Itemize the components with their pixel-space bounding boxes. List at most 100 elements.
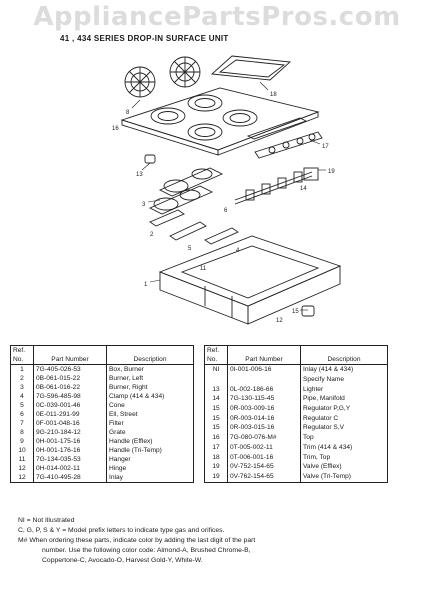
ref-cell: 1 (10, 364, 34, 374)
part-number-cell: 0E-011-291-99 (33, 410, 107, 419)
description-cell: Box, Burner (109, 366, 144, 373)
header-part-number: Part Number (227, 345, 301, 365)
callout-15: 15 (292, 309, 299, 315)
ref-cell: 10 (10, 446, 34, 455)
part-number-cell: 0H-001-176-16 (33, 446, 107, 455)
trim-top-drawing (210, 55, 292, 81)
description-cell: Valve (Tri-Temp) (303, 473, 351, 481)
ref-cell: 6 (10, 410, 34, 419)
exploded-parts-diagram: 8 18 16 13 17 3 19 14 6 2 5 4 11 1 12 15 (112, 55, 342, 325)
callout-4: 4 (236, 248, 240, 254)
notes-section: NI = Not Illustrated C, G, P, S & Y = Mo… (18, 516, 428, 566)
note-prefix-letters: C, G, P, S & Y = Model prefix letters to… (18, 527, 225, 534)
part-number-cell: 0H-001-175-16 (33, 437, 107, 446)
burner-box-drawing (158, 235, 342, 325)
callout-14: 14 (300, 186, 307, 192)
callout-17: 17 (322, 144, 329, 150)
part-number-cell: 7G-410-495-28 (33, 473, 107, 483)
part-number-cell: 0B-061-015-22 (33, 374, 107, 383)
description-cell: Regulator C (303, 414, 339, 422)
description-cell: Handle (Tri-Temp) (109, 447, 162, 454)
ref-cell: 14 (204, 394, 228, 404)
ref-cell: 12 (10, 464, 34, 473)
ref-cell: 13 (204, 384, 228, 395)
ref-cell: 7 (10, 419, 34, 428)
ref-cell: 17 (204, 442, 228, 453)
description-cell: Inlay (109, 474, 123, 481)
ref-cell: 3 (10, 383, 34, 392)
regulator-drawing (301, 305, 315, 317)
part-number-cell: 0T-005-002-11 (227, 442, 301, 453)
header-description: Description (106, 345, 194, 365)
ref-cell: 18 (204, 452, 228, 463)
part-number-cell: 7G-134-035-53 (33, 455, 107, 464)
part-number-cell: 0V-762-154-65 (227, 472, 301, 483)
description-cell: Specify Name (303, 375, 345, 383)
description-cell: Hinge (109, 465, 127, 472)
cooktop-top-drawing (120, 87, 320, 156)
burners-drawing (148, 167, 239, 245)
ref-cell: 2 (10, 374, 34, 383)
part-number-cell: 0F-001-048-16 (33, 419, 107, 428)
part-number-cell: 9G-210-184-12 (33, 428, 107, 437)
description-cell: Clamp (414 & 434) (109, 393, 165, 400)
callout-13: 13 (136, 172, 143, 178)
callout-5: 5 (188, 246, 192, 252)
part-number-cell: 0R-003-014-16 (227, 413, 301, 424)
description-cell: Grate (109, 429, 126, 436)
part-number-cell: 0R-003-015-16 (227, 423, 301, 434)
description-cell: Valve (Efflex) (303, 463, 342, 471)
part-number-cell (227, 374, 301, 385)
part-number-cell: 0B-061-016-22 (33, 383, 107, 392)
callout-2: 2 (150, 232, 154, 238)
description-cell: Burner, Left (109, 375, 144, 382)
callout-8: 8 (126, 110, 130, 116)
table-row: Specify Name (204, 374, 388, 385)
part-number-cell: 0V-752-154-65 (227, 462, 301, 473)
description-cell: Inlay (414 & 434) (303, 366, 354, 373)
note-ni: NI = Not Illustrated (18, 517, 75, 524)
ref-cell: 9 (10, 437, 34, 446)
part-number-cell: 0C-039-001-46 (33, 401, 107, 410)
callout-19: 19 (328, 169, 335, 175)
description-cell: Regulator S,V (303, 424, 345, 432)
part-number-cell: 7G-596-485-98 (33, 392, 107, 401)
note-color-code: number. Use the following color code: Al… (42, 547, 251, 554)
callout-3: 3 (142, 202, 146, 208)
callout-18: 18 (270, 92, 277, 98)
description-cell: Cone (109, 402, 125, 409)
note-color-ordering: M# When ordering these parts, indicate c… (18, 537, 256, 544)
callout-1: 1 (144, 282, 148, 288)
description-cell: Pipe, Manifold (303, 395, 345, 403)
description-cell: Burner, Right (109, 384, 148, 391)
part-number-cell: 0I-001-006-16 (227, 364, 301, 375)
ref-cell: NI (204, 364, 228, 375)
callout-12: 12 (276, 318, 283, 324)
header-description: Description (300, 345, 388, 365)
description-cell: Regulator P,G,Y (303, 404, 351, 412)
manifold-valves-drawing (234, 167, 319, 205)
description-cell: Top (303, 434, 314, 442)
description-cell: Trim (414 & 434) (303, 443, 353, 451)
part-number-cell: 7G-405-026-53 (33, 364, 107, 374)
ref-cell: 11 (10, 455, 34, 464)
callout-6: 6 (224, 208, 228, 214)
